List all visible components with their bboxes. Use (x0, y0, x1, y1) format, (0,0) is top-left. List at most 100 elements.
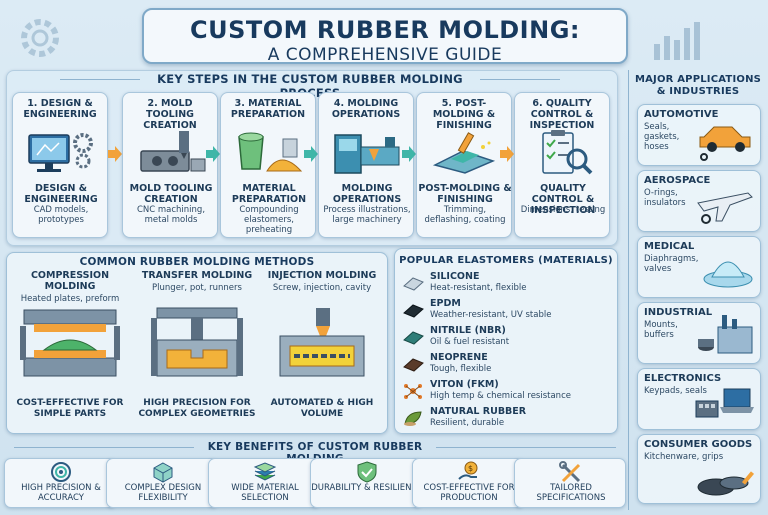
elastomer-item: SILICONE Heat-resistant, flexible (400, 270, 610, 298)
application-name: AUTOMOTIVE (644, 109, 719, 120)
applications-heading: MAJOR APPLICATIONS & INDUSTRIES (634, 74, 762, 97)
step-desc: CAD models, prototypes (33, 205, 89, 225)
elastomer-item: NITRILE (NBR) Oil & fuel resistant (400, 324, 610, 352)
wrench-screwdriver-icon (559, 461, 581, 483)
steps-divider-left (60, 79, 140, 80)
medical-diaphragm-icon (703, 261, 753, 288)
step-name: QUALITY CONTROL & INSPECTION (530, 183, 596, 216)
benefit-label: WIDE MATERIAL SELECTION (231, 483, 299, 503)
application-desc: Keypads, seals (644, 386, 707, 396)
step-title: 4. MOLDING OPERATIONS (331, 98, 401, 120)
elastomer-swatch-icon (403, 358, 424, 372)
method-item: COMPRESSION MOLDING Heated plates, prefo… (10, 270, 130, 430)
application-item: ELECTRONICS Keypads, seals (637, 368, 761, 430)
layers-icon (253, 462, 277, 481)
pan-icon (697, 471, 755, 496)
elastomer-item: NEOPRENE Tough, flexible (400, 351, 610, 379)
injection-mold-icon (279, 308, 365, 377)
application-desc: O-rings, insulators (644, 188, 686, 208)
benefit-card: $ COST-EFFECTIVE FOR PRODUCTION (412, 458, 524, 508)
cube-icon (153, 462, 173, 483)
steps-divider-right (480, 79, 560, 80)
method-benefit: HIGH PRECISION FOR COMPLEX GEOMETRIES (138, 398, 256, 419)
step-arrow-icon (108, 146, 122, 162)
benefit-label: COST-EFFECTIVE FOR PRODUCTION (423, 483, 515, 503)
step-card: 1. DESIGN & ENGINEERING DESIGN & ENGINEE… (12, 92, 108, 238)
step-desc: CNC machining, metal molds (136, 205, 206, 225)
step-name: MOLD TOOLING CREATION (129, 183, 213, 205)
step-desc: Compounding elastomers, preheating (239, 205, 299, 235)
elastomers-heading: POPULAR ELASTOMERS (MATERIALS) (399, 255, 613, 266)
benefit-card: TAILORED SPECIFICATIONS (514, 458, 626, 508)
method-desc: Heated plates, preform (20, 294, 120, 304)
step-arrow-icon (500, 146, 514, 162)
method-item: TRANSFER MOLDING Plunger, pot, runners H… (137, 270, 257, 430)
elastomer-swatch-icon (403, 331, 424, 345)
elastomer-desc: Resilient, durable (430, 418, 505, 428)
application-item: AUTOMOTIVE Seals, gaskets, hoses (637, 104, 761, 166)
car-icon (699, 126, 751, 161)
page-title: CUSTOM RUBBER MOLDING: (190, 16, 580, 44)
application-name: CONSUMER GOODS (644, 439, 753, 450)
compression-mold-icon (20, 309, 120, 377)
shield-check-icon (357, 461, 377, 483)
step-arrow-icon (206, 146, 220, 162)
step-card: 2. MOLD TOOLING CREATION MOLD TOOLING CR… (122, 92, 218, 238)
title-banner: CUSTOM RUBBER MOLDING: A COMPREHENSIVE G… (142, 8, 628, 65)
step-title: 2. MOLD TOOLING CREATION (143, 98, 197, 131)
elastomer-desc: Oil & fuel resistant (430, 337, 510, 347)
elastomer-name: NEOPRENE (430, 352, 488, 363)
benefit-card: DURABILITY & RESILIENCE (310, 458, 423, 508)
benefit-label: COMPLEX DESIGN FLEXIBILITY (124, 483, 202, 503)
method-item: INJECTION MOLDING Screw, injection, cavi… (262, 270, 382, 430)
method-desc: Screw, injection, cavity (272, 283, 372, 293)
elastomer-swatch-icon (403, 304, 424, 318)
elastomer-desc: Weather-resistant, UV stable (430, 310, 552, 320)
application-desc: Mounts, buffers (644, 320, 678, 340)
benefit-label: TAILORED SPECIFICATIONS (536, 483, 606, 503)
airplane-icon (697, 192, 753, 224)
application-name: ELECTRONICS (644, 373, 722, 384)
target-icon (51, 462, 71, 482)
application-item: INDUSTRIAL Mounts, buffers (637, 302, 761, 364)
step-card: 4. MOLDING OPERATIONS MOLDING OPERATIONS… (318, 92, 414, 238)
computer-gear-icon (28, 133, 93, 172)
method-desc: Plunger, pot, runners (152, 283, 242, 293)
benefit-card: COMPLEX DESIGN FLEXIBILITY (106, 458, 218, 508)
elastomer-item: NATURAL RUBBER Resilient, durable (400, 405, 610, 433)
method-title: INJECTION MOLDING (267, 270, 377, 281)
step-name: MOLDING OPERATIONS (332, 183, 402, 205)
method-title: COMPRESSION MOLDING (30, 270, 110, 292)
mold-tool-icon (140, 131, 206, 172)
elastomers-panel (394, 248, 618, 434)
method-benefit: COST-EFFECTIVE FOR SIMPLE PARTS (16, 398, 124, 419)
factory-icon (698, 315, 753, 354)
elastomer-name: SILICONE (430, 271, 480, 282)
material-bucket-icon (238, 132, 303, 172)
molecule-icon (404, 384, 422, 399)
step-card: 6. QUALITY CONTROL & INSPECTION QUALITY … (514, 92, 610, 238)
step-name: POST-MOLDING & FINISHING (418, 183, 512, 205)
step-title: 6. QUALITY CONTROL & INSPECTION (529, 98, 595, 131)
elastomer-name: NATURAL RUBBER (430, 406, 527, 417)
molding-machine-icon (334, 134, 400, 174)
application-item: AEROSPACE O-rings, insulators (637, 170, 761, 232)
step-arrow-icon (304, 146, 318, 162)
application-desc: Diaphragms, valves (644, 254, 699, 274)
elastomer-name: VITON (FKM) (430, 379, 499, 390)
elastomer-swatch-icon (403, 277, 424, 291)
application-item: MEDICAL Diaphragms, valves (637, 236, 761, 298)
elastomer-desc: High temp & chemical resistance (430, 391, 571, 401)
step-desc: Process illustrations, large machinery (323, 205, 411, 225)
method-title: TRANSFER MOLDING (141, 270, 253, 281)
svg-text:$: $ (468, 464, 473, 473)
application-desc: Kitchenware, grips (644, 452, 724, 462)
step-desc: Trimming, deflashing, coating (424, 205, 506, 225)
application-name: MEDICAL (644, 241, 695, 252)
decorative-gear-icon (21, 19, 59, 57)
leaf-icon (404, 411, 422, 426)
decorative-chart-icon (654, 22, 700, 60)
step-card: 5. POST-MOLDING & FINISHING POST-MOLDING… (416, 92, 512, 238)
elastomer-name: NITRILE (NBR) (430, 325, 506, 336)
elastomer-item: EPDM Weather-resistant, UV stable (400, 297, 610, 325)
